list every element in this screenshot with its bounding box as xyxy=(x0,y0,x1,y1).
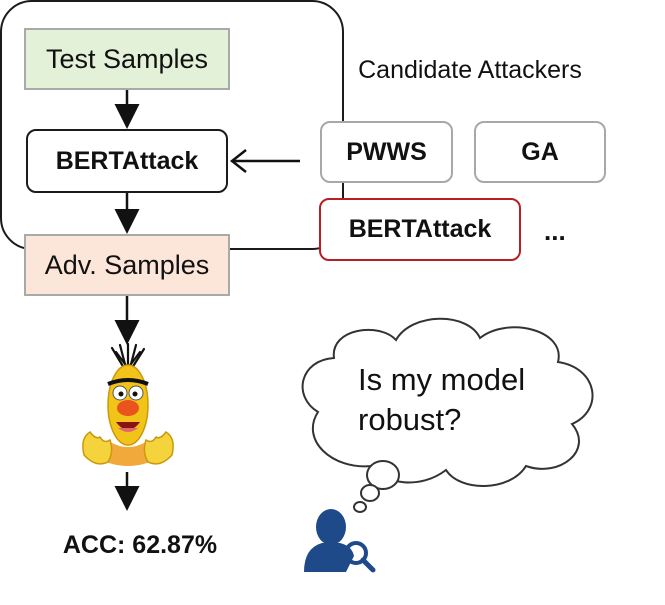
attacker-box: BERTAttack xyxy=(26,129,228,193)
test-samples-label: Test Samples xyxy=(45,43,209,74)
arrow-candidates-to-attacker xyxy=(229,149,300,173)
candidate-bertattack-selected: BERTAttack xyxy=(319,198,521,261)
thought-line-2: robust? xyxy=(358,402,462,437)
candidate-pwws: PWWS xyxy=(320,121,453,183)
adv-samples-box: Adv. Samples xyxy=(24,234,230,296)
candidate-pwws-label: PWWS xyxy=(346,137,427,166)
candidate-ga: GA xyxy=(474,121,606,183)
candidate-attackers-title: Candidate Attackers xyxy=(358,56,582,84)
candidate-more-ellipsis: ... xyxy=(544,216,566,246)
test-samples-box: Test Samples xyxy=(24,28,230,90)
bert-puppet-icon xyxy=(82,342,174,466)
user-search-icon xyxy=(304,509,376,573)
candidate-ga-label: GA xyxy=(521,137,559,166)
candidate-bertattack-label: BERTAttack xyxy=(348,215,492,243)
thought-line-1: Is my model xyxy=(358,362,526,397)
adv-samples-label: Adv. Samples xyxy=(44,249,210,280)
accuracy-label: ACC: 62.87% xyxy=(62,531,218,559)
thought-cloud xyxy=(301,317,594,513)
attacker-label: BERTAttack xyxy=(55,146,199,175)
thought-text: Is my model robust? xyxy=(358,360,548,440)
